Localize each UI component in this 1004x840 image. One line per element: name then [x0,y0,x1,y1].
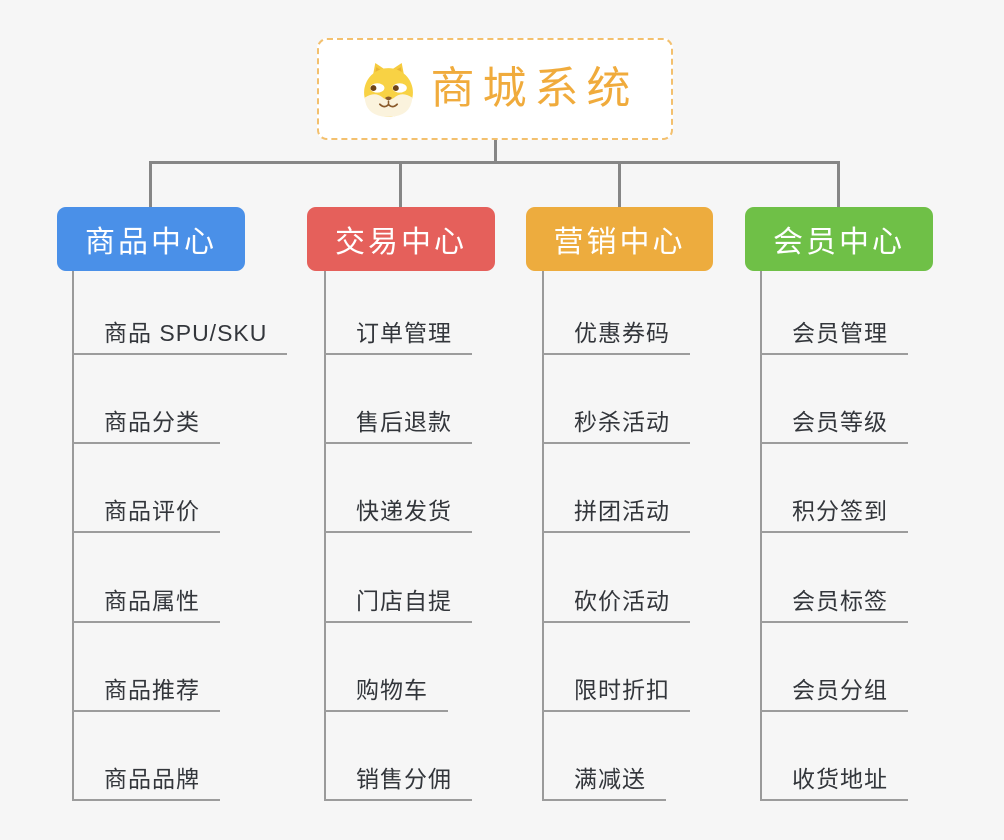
branch-node-marketing-center[interactable]: 营销中心 [526,207,713,271]
trunk-line-marketing [542,271,544,800]
shiba-dog-icon [363,62,413,117]
root-title: 商城系统 [430,64,639,113]
branch-node-member-center[interactable]: 会员中心 [745,207,933,271]
branch-node-trade-center[interactable]: 交易中心 [307,207,495,271]
leaf-node[interactable]: 积分签到 [760,497,908,534]
connector-drop-marketing [618,161,621,208]
branch-items-product: 商品 SPU/SKU 商品分类 商品评价 商品属性 商品推荐 商品品牌 [72,319,288,801]
root-node[interactable]: 商城系统 [317,38,673,140]
branch-items-marketing: 优惠券码 秒杀活动 拼团活动 砍价活动 限时折扣 满减送 [542,319,690,801]
leaf-node[interactable]: 商品分类 [72,408,220,445]
leaf-node[interactable]: 秒杀活动 [542,408,690,445]
leaf-node[interactable]: 会员分组 [760,676,908,712]
leaf-node[interactable]: 满减送 [542,765,666,801]
connector-drop-trade [399,161,402,208]
leaf-node[interactable]: 售后退款 [324,408,472,445]
branch-items-member: 会员管理 会员等级 积分签到 会员标签 会员分组 收货地址 [760,319,908,801]
branch-items-trade: 订单管理 售后退款 快递发货 门店自提 购物车 销售分佣 [324,319,472,801]
connector-root-stem [494,140,497,164]
leaf-node[interactable]: 商品推荐 [72,676,220,712]
leaf-node[interactable]: 收货地址 [760,765,908,801]
trunk-line-product [72,271,74,800]
leaf-node[interactable]: 商品属性 [72,587,220,623]
leaf-node[interactable]: 商品 SPU/SKU [72,319,288,355]
leaf-node[interactable]: 商品评价 [72,497,220,534]
leaf-node[interactable]: 快递发货 [324,497,472,534]
leaf-node[interactable]: 会员等级 [760,408,908,445]
leaf-node[interactable]: 会员管理 [760,319,908,355]
leaf-node[interactable]: 优惠券码 [542,319,690,355]
leaf-node[interactable]: 购物车 [324,676,448,712]
leaf-node[interactable]: 销售分佣 [324,765,472,801]
connector-horizontal [149,161,840,164]
leaf-node[interactable]: 拼团活动 [542,497,690,534]
trunk-line-trade [324,271,326,800]
leaf-node[interactable]: 会员标签 [760,587,908,623]
trunk-line-member [760,271,762,800]
leaf-node[interactable]: 订单管理 [324,319,472,355]
leaf-node[interactable]: 门店自提 [324,587,472,623]
branch-node-product-center[interactable]: 商品中心 [57,207,245,271]
connector-drop-product [149,161,152,208]
leaf-node[interactable]: 限时折扣 [542,676,690,712]
leaf-node[interactable]: 砍价活动 [542,587,690,623]
leaf-node[interactable]: 商品品牌 [72,765,220,801]
connector-drop-member [837,161,840,208]
